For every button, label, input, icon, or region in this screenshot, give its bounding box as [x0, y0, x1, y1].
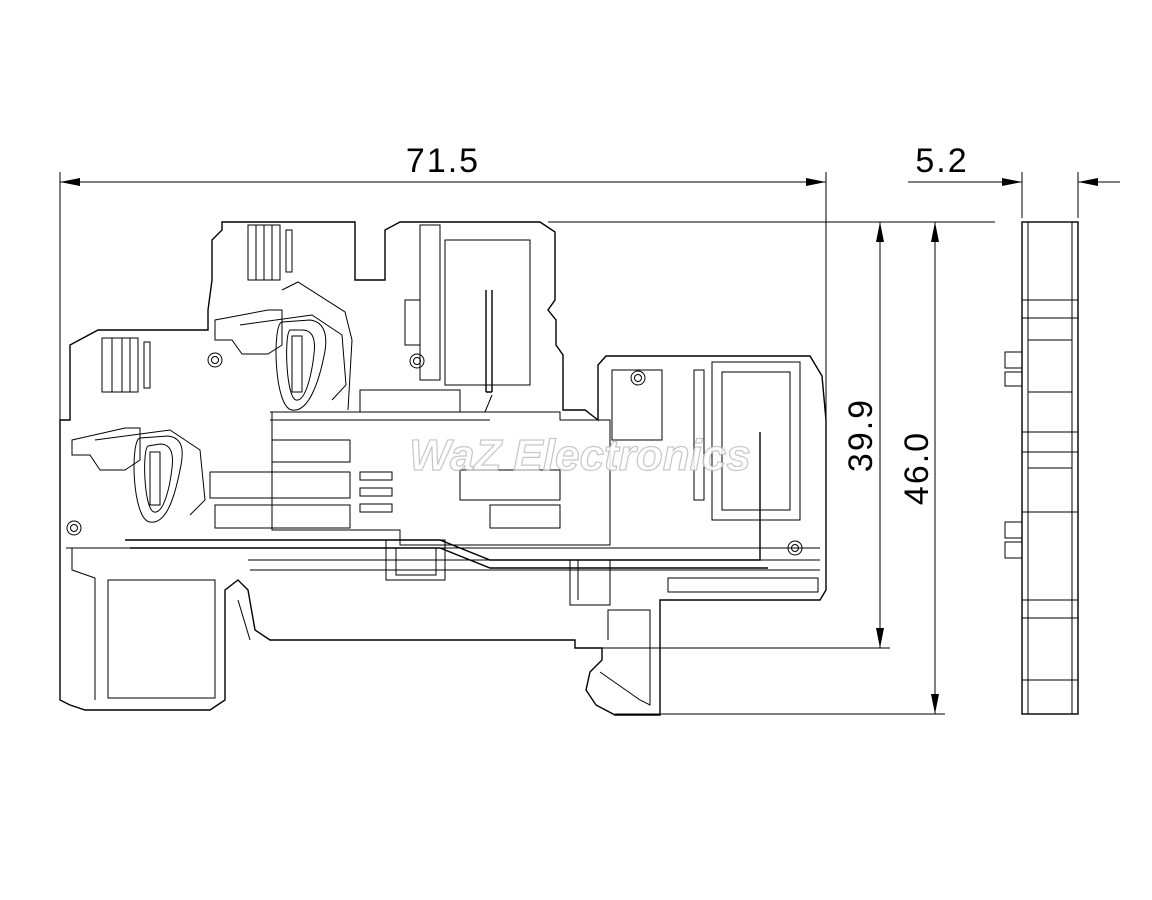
bottom-hook	[599, 609, 651, 706]
inner-rect-3	[214, 504, 351, 529]
screw-3	[66, 520, 82, 536]
screw-4	[630, 370, 646, 386]
inner-rect-2	[271, 439, 351, 463]
upper-chamber-ribs	[255, 225, 293, 280]
inner-rect-4	[459, 469, 561, 501]
edge-view	[1004, 221, 1079, 715]
contact-strip	[125, 290, 768, 569]
dimension-height-total-label: 46.0	[898, 431, 936, 505]
rail-slot	[66, 547, 820, 641]
inner-rect-6	[359, 471, 393, 513]
screw-2	[409, 353, 425, 369]
lower-bar	[71, 548, 820, 700]
upper-chamber	[247, 224, 281, 281]
bottom-socket-2	[569, 559, 611, 606]
edge-view-outline	[1021, 221, 1079, 715]
screw-5	[787, 540, 803, 556]
screw-1	[207, 352, 223, 368]
dimension-thickness-label: 5.2	[915, 142, 968, 180]
right-module-slot	[693, 369, 705, 501]
contact-strip-top	[270, 394, 493, 421]
dimension-height-inner-label: 39.9	[842, 398, 880, 472]
left-chamber	[101, 337, 139, 393]
edge-view-lines	[1022, 222, 1078, 714]
watermark: WaZ Electronics	[409, 431, 751, 480]
housing-outline	[59, 221, 827, 716]
edge-view-pins	[1004, 351, 1023, 559]
upper-module	[419, 224, 531, 386]
dimension-height-total: 46.0	[615, 222, 945, 715]
inner-rect-1	[209, 471, 351, 499]
foot-cutout	[107, 579, 216, 699]
inner-rect-5	[489, 504, 561, 529]
right-module-frame	[711, 361, 801, 521]
left-chamber-ribs	[111, 338, 151, 392]
spring-clamp-left	[71, 427, 206, 523]
dimension-thickness: 5.2	[908, 142, 1120, 218]
right-module	[611, 369, 663, 441]
spring-clamp-upper	[214, 281, 353, 411]
dimension-width: 71.5	[59, 142, 827, 430]
dimension-height-inner: 39.9	[548, 221, 995, 649]
small-slot	[667, 577, 819, 593]
dimension-width-label: 71.5	[406, 142, 480, 180]
center-block	[271, 411, 611, 546]
side-view	[59, 221, 827, 716]
